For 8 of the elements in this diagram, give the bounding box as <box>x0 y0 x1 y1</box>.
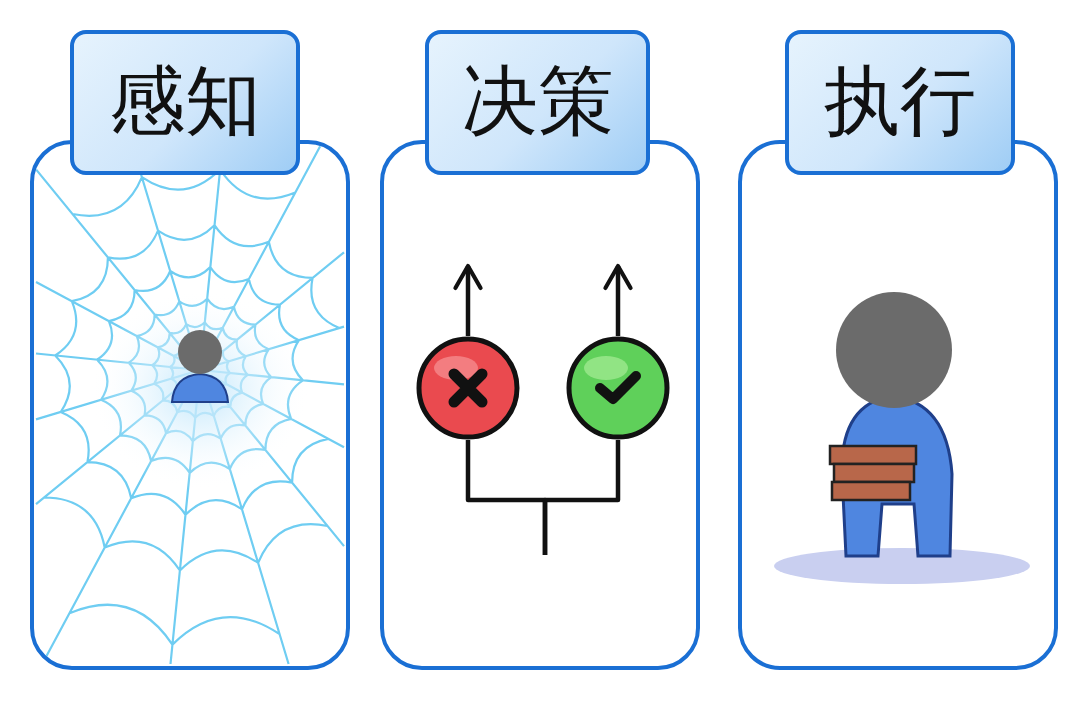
cross-circle <box>416 336 520 440</box>
heading-tab: 执行 <box>785 30 1015 175</box>
heading-tab: 感知 <box>70 30 300 175</box>
check-circle <box>566 336 670 440</box>
heading-tab: 决策 <box>425 30 650 175</box>
connector-line <box>542 440 621 555</box>
arrow <box>453 263 483 336</box>
arrow <box>603 263 633 336</box>
